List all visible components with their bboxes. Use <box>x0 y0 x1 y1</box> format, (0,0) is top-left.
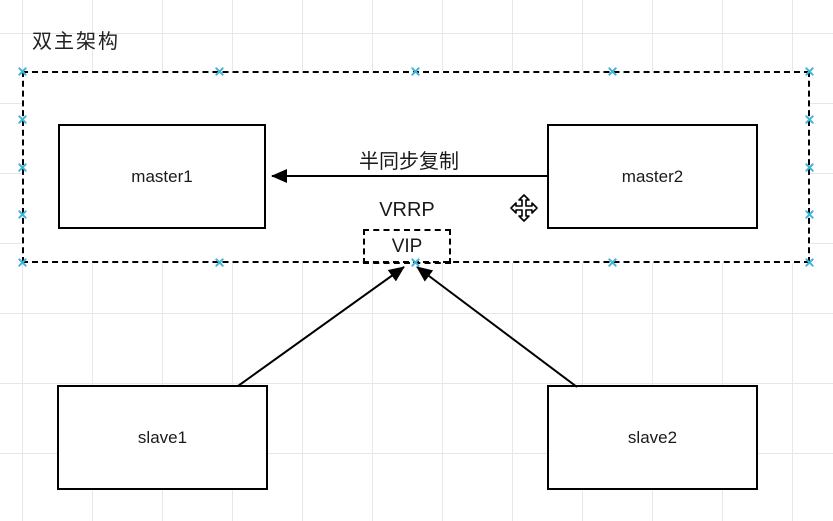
node-slave1-label: slave1 <box>137 427 188 447</box>
node-vip-label: VIP <box>391 235 423 257</box>
node-master2-label: master2 <box>621 166 684 186</box>
selection-handle-icon[interactable] <box>18 115 27 124</box>
selection-handle-icon[interactable] <box>18 258 27 267</box>
selection-handle-icon[interactable] <box>805 67 814 76</box>
node-slave1[interactable]: slave1 <box>57 385 268 490</box>
selection-handle-icon[interactable] <box>411 258 420 267</box>
vrrp-label: VRRP <box>379 199 435 221</box>
selection-handle-icon[interactable] <box>18 67 27 76</box>
move-cursor-icon <box>510 194 538 222</box>
selection-handle-icon[interactable] <box>18 210 27 219</box>
selection-handle-icon[interactable] <box>608 67 617 76</box>
selection-handle-icon[interactable] <box>805 163 814 172</box>
selection-handle-icon[interactable] <box>805 210 814 219</box>
node-slave2-label: slave2 <box>627 427 678 447</box>
selection-handle-icon[interactable] <box>411 67 420 76</box>
selection-handle-icon[interactable] <box>215 258 224 267</box>
node-master1[interactable]: master1 <box>58 124 266 229</box>
node-master2[interactable]: master2 <box>547 124 758 229</box>
selection-handle-icon[interactable] <box>805 115 814 124</box>
selection-handle-icon[interactable] <box>805 258 814 267</box>
edge-label-replication: 半同步复制 <box>359 151 459 173</box>
node-master1-label: master1 <box>131 166 193 186</box>
node-slave2[interactable]: slave2 <box>547 385 758 490</box>
selection-handle-icon[interactable] <box>18 163 27 172</box>
selection-handle-icon[interactable] <box>608 258 617 267</box>
node-vip[interactable]: VIP <box>363 229 451 264</box>
selection-handle-icon[interactable] <box>215 67 224 76</box>
page-title: 双主架构 <box>32 31 120 53</box>
